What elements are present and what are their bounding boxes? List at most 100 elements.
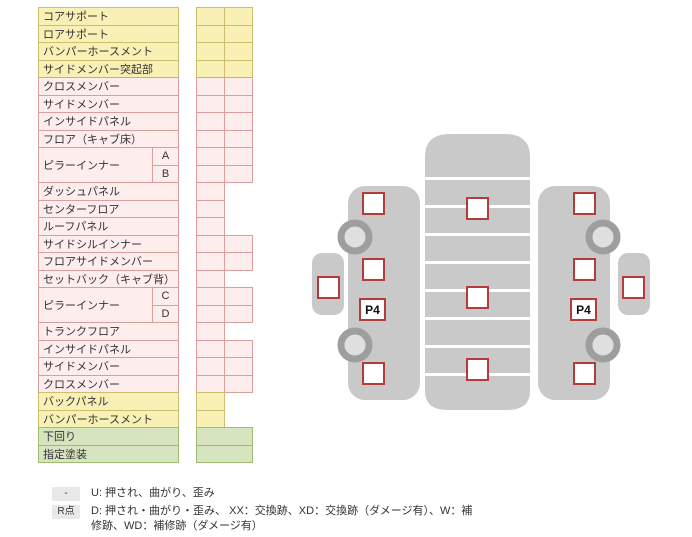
part-label: サイドシルインナー bbox=[38, 234, 179, 253]
damage-marker-center-2[interactable] bbox=[466, 286, 489, 309]
part-label: ルーフパネル bbox=[38, 217, 179, 236]
pillar-sub-label: C bbox=[152, 287, 179, 306]
part-label: サイドメンバー bbox=[38, 94, 179, 113]
damage-cells bbox=[196, 357, 253, 376]
part-label: ピラーインナー bbox=[38, 287, 153, 323]
damage-cell[interactable] bbox=[224, 94, 253, 113]
column-gap bbox=[179, 42, 196, 61]
damage-marker-right-2[interactable] bbox=[573, 258, 596, 281]
damage-cell[interactable] bbox=[196, 374, 225, 393]
part-label: バンパーホースメント bbox=[38, 409, 179, 428]
damage-cell[interactable] bbox=[196, 42, 225, 61]
damage-cell[interactable] bbox=[224, 304, 253, 323]
column-gap bbox=[179, 95, 196, 114]
damage-cell[interactable] bbox=[224, 287, 253, 306]
damage-cell[interactable] bbox=[196, 112, 225, 131]
damage-cells bbox=[196, 252, 253, 271]
damage-cell[interactable] bbox=[224, 147, 253, 166]
damage-cell[interactable] bbox=[196, 339, 225, 358]
part-label: トランクフロア bbox=[38, 322, 179, 341]
damage-cells bbox=[196, 234, 253, 253]
part-row: センターフロア bbox=[38, 199, 253, 219]
damage-marker-left-2[interactable] bbox=[362, 258, 385, 281]
column-gap bbox=[179, 235, 196, 254]
pillar-cell-column bbox=[196, 287, 253, 323]
damage-cell[interactable] bbox=[196, 129, 225, 148]
damage-cells bbox=[196, 444, 253, 463]
damage-cell[interactable] bbox=[196, 164, 225, 183]
damage-cell[interactable] bbox=[196, 59, 225, 78]
damage-cell[interactable] bbox=[224, 374, 253, 393]
column-gap bbox=[179, 427, 196, 446]
damage-cell[interactable] bbox=[196, 252, 225, 271]
part-label: バンパーホースメント bbox=[38, 42, 179, 61]
damage-cell[interactable] bbox=[196, 287, 225, 306]
damage-cell[interactable] bbox=[196, 304, 225, 323]
damage-cell[interactable] bbox=[196, 392, 225, 411]
p4-marker-right[interactable]: P4 bbox=[570, 298, 597, 321]
damage-cell[interactable] bbox=[224, 234, 253, 253]
part-row: インサイドパネル bbox=[38, 339, 253, 358]
damage-cell[interactable] bbox=[224, 24, 253, 43]
damage-cell[interactable] bbox=[196, 182, 225, 201]
damage-cell[interactable] bbox=[224, 164, 253, 183]
damage-marker-center-3[interactable] bbox=[466, 358, 489, 381]
damage-cell[interactable] bbox=[196, 409, 225, 428]
damage-cell[interactable] bbox=[196, 322, 225, 341]
damage-cells bbox=[196, 59, 253, 78]
column-gap bbox=[179, 200, 196, 219]
damage-marker-left-3[interactable] bbox=[362, 362, 385, 385]
damage-cell[interactable] bbox=[224, 129, 253, 148]
damage-cell[interactable] bbox=[196, 24, 225, 43]
damage-cell[interactable] bbox=[196, 444, 253, 463]
damage-cell[interactable] bbox=[196, 199, 225, 218]
damage-cell[interactable] bbox=[196, 77, 225, 96]
damage-cells bbox=[196, 304, 253, 323]
part-label: ピラーインナー bbox=[38, 147, 153, 183]
damage-marker-left-door[interactable] bbox=[317, 276, 340, 299]
part-label: セットバック（キャブ背） bbox=[38, 269, 179, 288]
damage-cell[interactable] bbox=[196, 147, 225, 166]
wheel-front-right-icon bbox=[585, 219, 621, 255]
damage-cell[interactable] bbox=[196, 234, 225, 253]
part-row: セットバック（キャブ背） bbox=[38, 269, 253, 288]
damage-cell[interactable] bbox=[224, 252, 253, 271]
damage-cell[interactable] bbox=[196, 94, 225, 113]
damage-cells bbox=[196, 269, 225, 288]
part-row: クロスメンバー bbox=[38, 77, 253, 96]
damage-cells bbox=[196, 112, 253, 131]
damage-cell[interactable] bbox=[196, 427, 253, 446]
damage-cells bbox=[196, 129, 253, 148]
damage-cells bbox=[196, 374, 253, 393]
damage-cell[interactable] bbox=[196, 7, 225, 26]
damage-cell[interactable] bbox=[196, 217, 225, 236]
damage-cells bbox=[196, 164, 253, 183]
damage-cell[interactable] bbox=[224, 42, 253, 61]
part-label: クロスメンバー bbox=[38, 374, 179, 393]
damage-cell[interactable] bbox=[196, 269, 225, 288]
part-label: インサイドパネル bbox=[38, 339, 179, 358]
damage-cell[interactable] bbox=[224, 339, 253, 358]
damage-cell[interactable] bbox=[224, 112, 253, 131]
p4-marker-left[interactable]: P4 bbox=[359, 298, 386, 321]
column-gap bbox=[179, 287, 196, 323]
part-label: バックパネル bbox=[38, 392, 179, 411]
damage-cell[interactable] bbox=[224, 59, 253, 78]
damage-cell[interactable] bbox=[224, 7, 253, 26]
damage-marker-right-3[interactable] bbox=[573, 362, 596, 385]
damage-cell[interactable] bbox=[196, 357, 225, 376]
damage-cells bbox=[196, 94, 253, 113]
car-top-band-4 bbox=[425, 320, 530, 345]
damage-marker-center-1[interactable] bbox=[466, 197, 489, 220]
damage-marker-left-1[interactable] bbox=[362, 192, 385, 215]
damage-cells bbox=[196, 42, 253, 61]
damage-marker-right-door[interactable] bbox=[622, 276, 645, 299]
part-label: 指定塗装 bbox=[38, 444, 179, 463]
part-row: ロアサポート bbox=[38, 24, 253, 43]
damage-cell[interactable] bbox=[224, 77, 253, 96]
vehicle-diagram: P4 P4 bbox=[300, 125, 670, 425]
damage-cell[interactable] bbox=[224, 357, 253, 376]
damage-marker-right-1[interactable] bbox=[573, 192, 596, 215]
